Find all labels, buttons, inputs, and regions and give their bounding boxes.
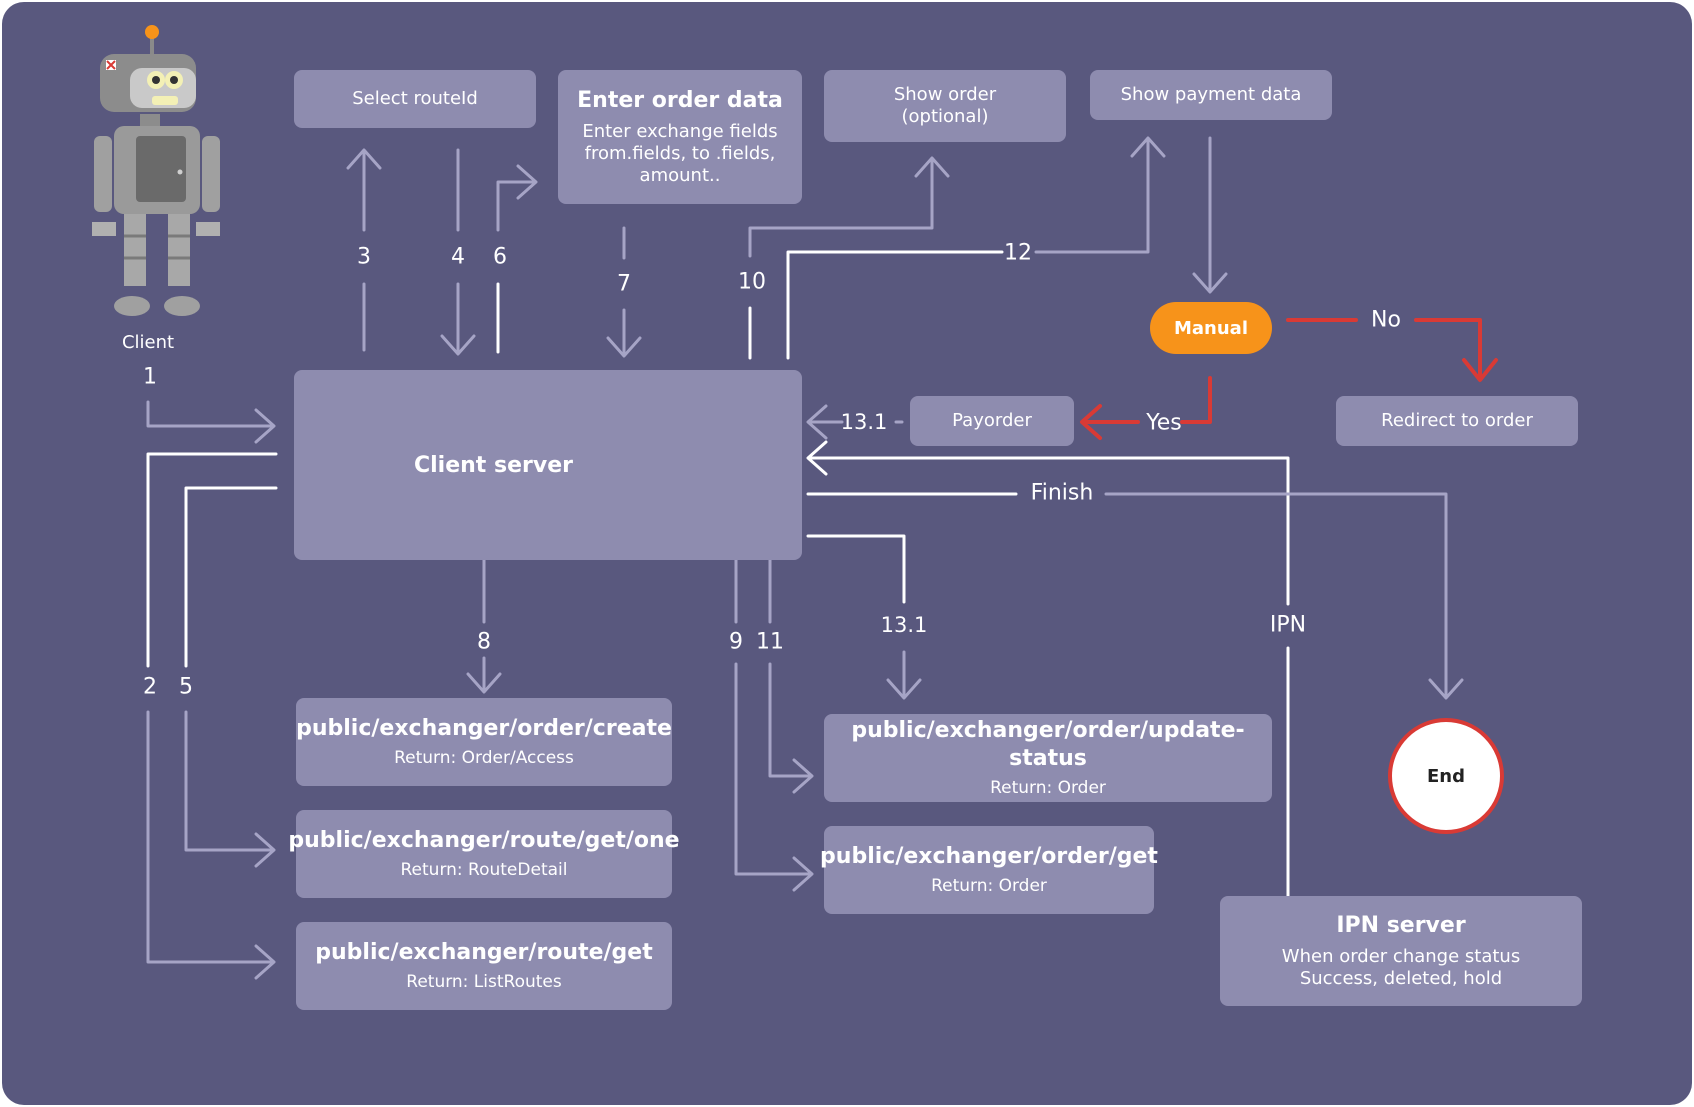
step-label-10: 10 — [738, 269, 766, 295]
ipn-server-desc: When order change status Success, delete… — [1281, 946, 1521, 989]
redirect-text: Redirect to order — [1381, 410, 1533, 431]
endpoint-path: public/exchanger/order/update-status — [851, 718, 1245, 771]
finish-label: Finish — [1030, 480, 1094, 506]
endpoint-path: public/exchanger/route/get/one — [288, 828, 680, 853]
ipn-server-box: IPN server When order change status Succ… — [1220, 896, 1582, 1006]
connector-1 — [146, 400, 274, 428]
arrowhead-no — [1462, 358, 1498, 382]
payorder-box: Payorder — [910, 396, 1074, 446]
step-label-1: 1 — [143, 364, 157, 390]
decision-no-label: No — [1371, 307, 1401, 333]
arrowhead-payment-manual — [1192, 272, 1228, 294]
arrowhead-5 — [254, 832, 276, 868]
arrowhead-ipn — [806, 440, 828, 476]
endpoint-return: Return: Order — [931, 876, 1047, 896]
show-order-box: Show order (optional) — [824, 70, 1066, 142]
end-node: End — [1388, 718, 1504, 834]
step-label-2: 2 — [143, 674, 157, 700]
endpoint-route-get: public/exchanger/route/get Return: ListR… — [296, 922, 672, 1010]
connector-2b — [146, 710, 274, 964]
connector-10b — [748, 158, 934, 258]
arrowhead-13-lower — [886, 678, 922, 700]
endpoint-return: Return: Order/Access — [394, 748, 574, 768]
connector-6b — [496, 180, 536, 232]
connector-ipn — [808, 456, 1290, 900]
connector-yes — [1082, 376, 1212, 424]
connector-finish-b — [1104, 492, 1448, 698]
step-label-4: 4 — [451, 244, 465, 270]
connector-no — [1286, 318, 1482, 378]
connector-13-lower — [806, 534, 906, 604]
arrowhead-finish — [1428, 678, 1464, 700]
show-payment-text: Show payment data — [1120, 84, 1302, 105]
arrowhead-3 — [346, 148, 382, 170]
step-label-3: 3 — [357, 244, 371, 270]
show-order-text: Show order (optional) — [893, 84, 997, 127]
client-label: Client — [121, 332, 175, 353]
connector-12b — [1034, 138, 1150, 254]
step-label-7: 7 — [617, 271, 631, 297]
connector-2a — [146, 452, 278, 668]
endpoint-order-create: public/exchanger/order/create Return: Or… — [296, 698, 672, 786]
arrowhead-8 — [466, 672, 502, 694]
robot-avatar-icon — [92, 25, 220, 316]
endpoint-return: Return: Order — [990, 778, 1106, 798]
step-label-12: 12 — [1004, 240, 1032, 266]
decision-yes-label: Yes — [1146, 410, 1182, 436]
client-server-box: Client server — [294, 370, 802, 560]
arrowhead-10 — [914, 156, 950, 178]
step-label-13-upper: 13.1 — [840, 410, 888, 434]
endpoint-path: public/exchanger/route/get — [315, 940, 653, 965]
ipn-label: IPN — [1269, 612, 1307, 638]
connector-5a — [184, 486, 278, 668]
arrowhead-12 — [1130, 136, 1166, 158]
step-label-11: 11 — [756, 629, 784, 655]
arrowhead-4 — [440, 334, 476, 356]
endpoint-order-update-status: public/exchanger/order/update-status Ret… — [824, 714, 1272, 802]
step-label-6: 6 — [493, 244, 507, 270]
ipn-server-title: IPN server — [1336, 913, 1466, 938]
enter-order-desc: Enter exchange fields from.fields, to .f… — [582, 121, 778, 186]
arrowhead-6 — [516, 164, 538, 200]
arrowhead-9 — [792, 856, 814, 892]
endpoint-return: Return: ListRoutes — [406, 972, 562, 992]
payorder-text: Payorder — [952, 410, 1032, 431]
enter-order-box: Enter order data Enter exchange fields f… — [558, 70, 802, 204]
connector-5b — [184, 710, 274, 852]
step-label-5: 5 — [179, 674, 193, 700]
arrowhead-1 — [254, 408, 276, 444]
arrowhead-13-upper — [806, 404, 828, 440]
select-route-box: Select routeId — [294, 70, 536, 128]
endpoint-order-get: public/exchanger/order/get Return: Order — [820, 826, 1158, 914]
endpoint-path: public/exchanger/order/get — [820, 844, 1158, 869]
connector-11 — [768, 558, 812, 778]
show-payment-box: Show payment data — [1090, 70, 1332, 120]
endpoint-return: Return: RouteDetail — [400, 860, 568, 880]
redirect-box: Redirect to order — [1336, 396, 1578, 446]
connector-9 — [734, 558, 812, 876]
client-server-label: Client server — [414, 452, 573, 478]
step-label-9: 9 — [729, 629, 743, 655]
endpoint-route-get-one: public/exchanger/route/get/one Return: R… — [288, 810, 680, 898]
step-label-13-lower: 13.1 — [880, 613, 928, 637]
select-route-text: Select routeId — [352, 88, 478, 109]
endpoint-path: public/exchanger/order/create — [296, 716, 672, 741]
enter-order-title: Enter order data — [577, 88, 783, 113]
connector-12 — [786, 250, 1004, 360]
arrowhead-2 — [254, 944, 276, 980]
step-label-8: 8 — [477, 629, 491, 655]
arrowhead-yes — [1080, 404, 1102, 440]
manual-decision: Manual — [1150, 302, 1272, 354]
arrowhead-11 — [792, 758, 814, 794]
arrowhead-7 — [606, 336, 642, 358]
